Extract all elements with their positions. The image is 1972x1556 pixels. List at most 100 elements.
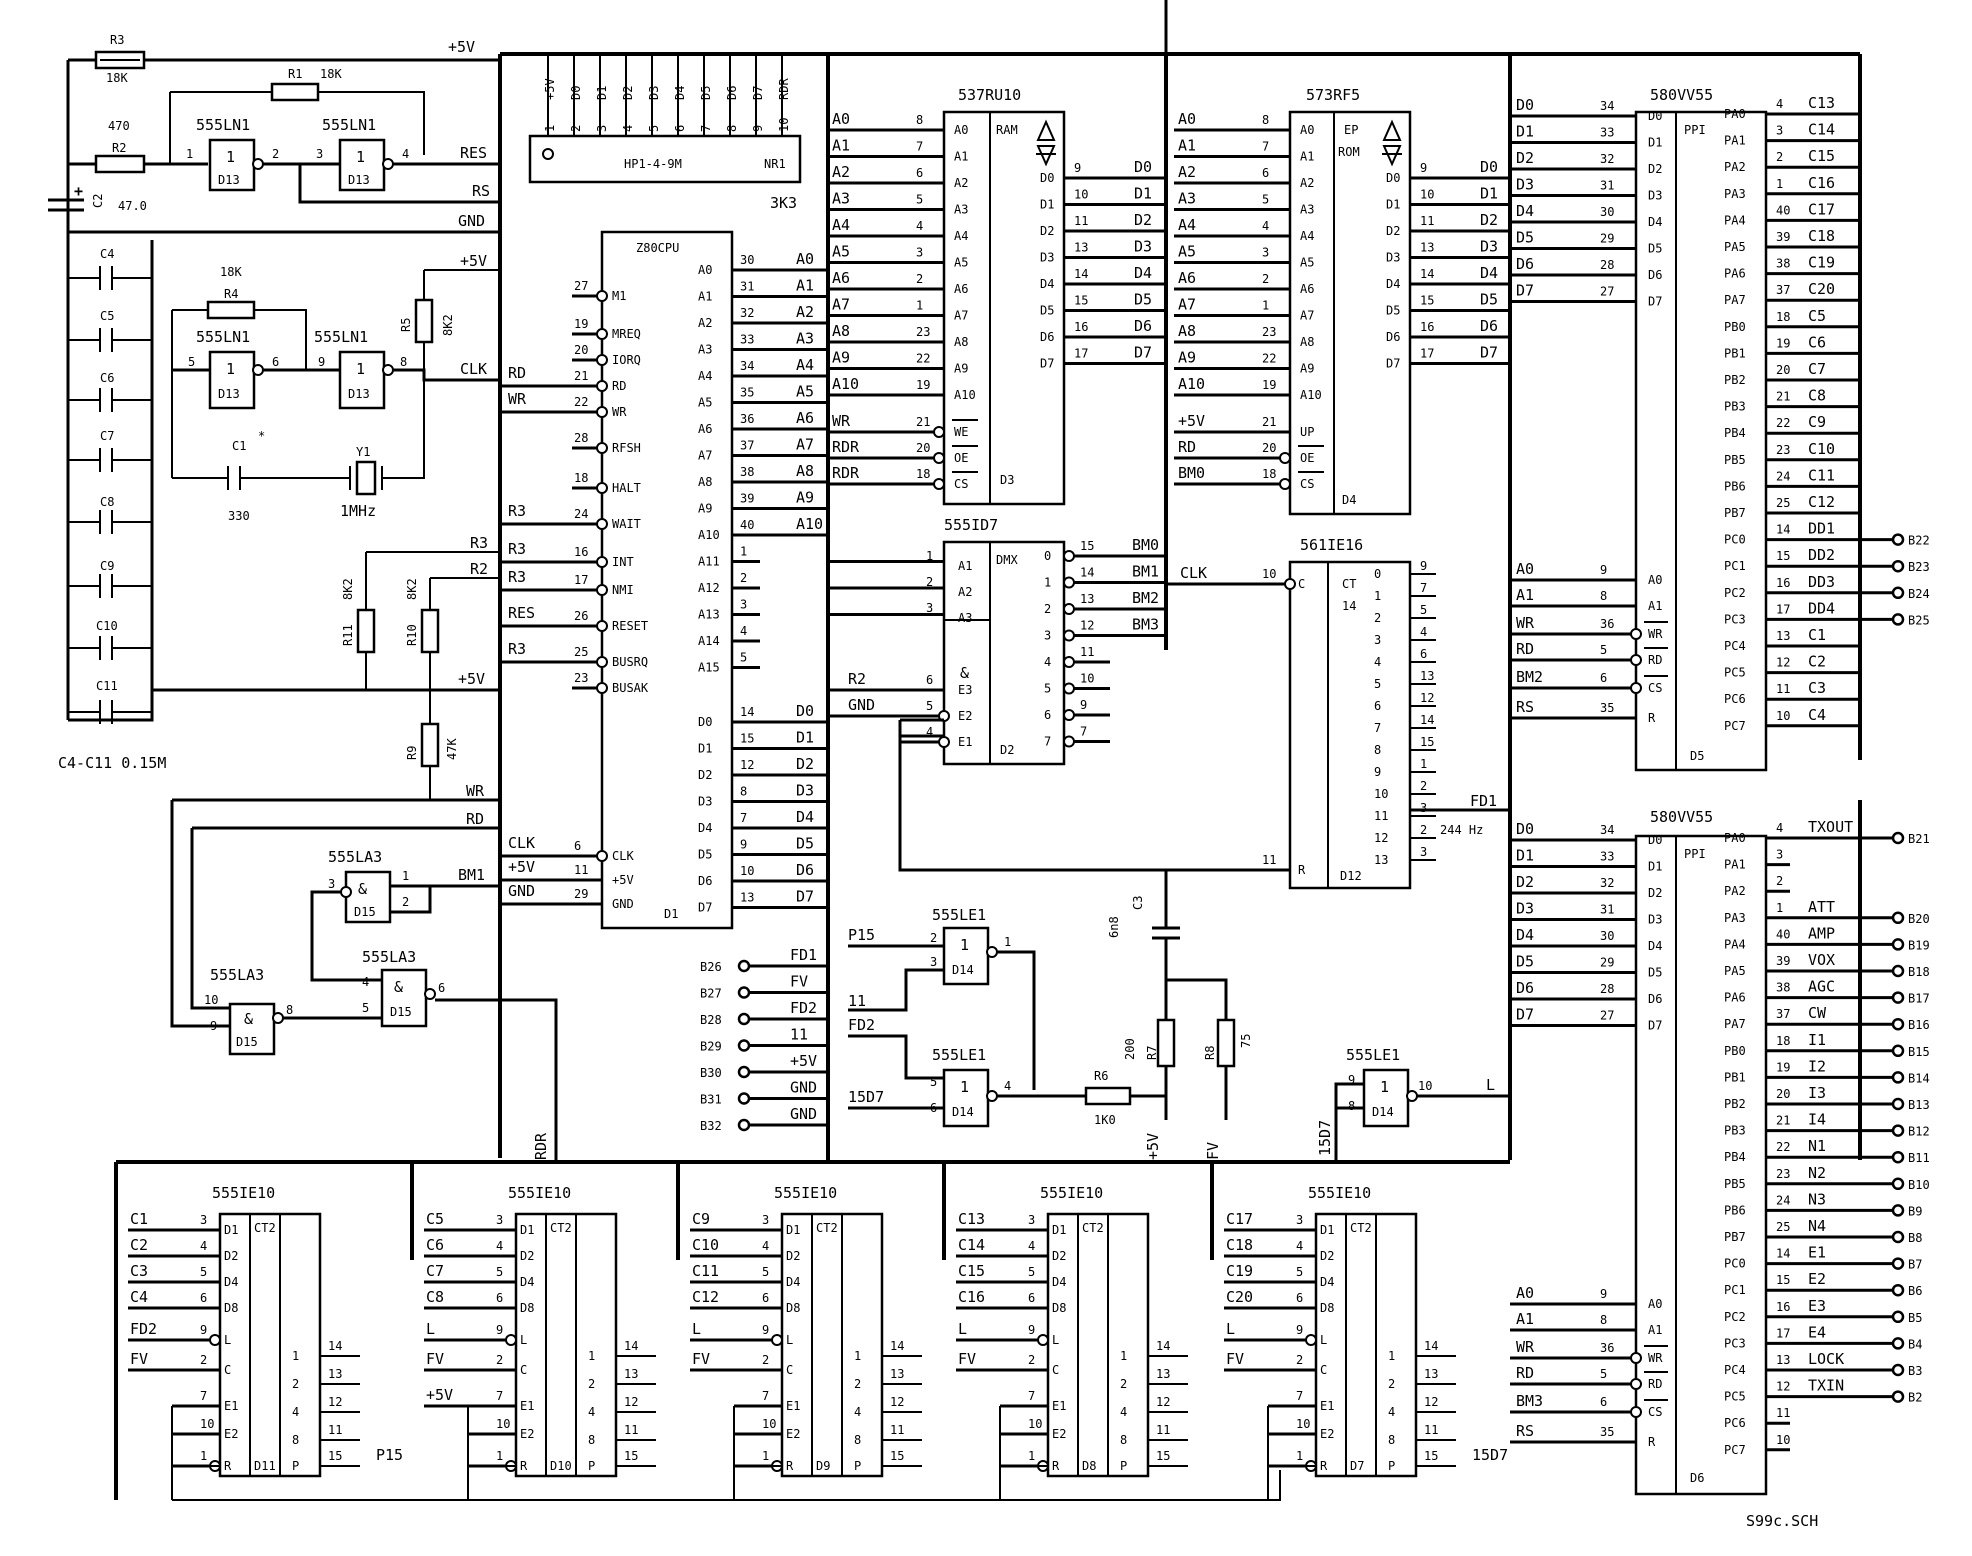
ppi-pin-number: 5 xyxy=(1600,1367,1607,1381)
counter-pin-number: 12 xyxy=(1424,1395,1438,1409)
cpu-pin-number: 6 xyxy=(574,839,581,853)
mem-pin-name: D7 xyxy=(1040,357,1054,371)
terminal-pad xyxy=(737,1065,751,1079)
svg-text:5: 5 xyxy=(188,355,195,369)
connector-pin-name: D2 xyxy=(621,86,635,100)
svg-text:8: 8 xyxy=(1348,1099,1355,1113)
terminal-pad xyxy=(1891,1230,1905,1244)
svg-text:R11: R11 xyxy=(341,624,355,646)
cpu-pin-name: D1 xyxy=(698,742,712,756)
counter-out-weight: 1 xyxy=(292,1349,299,1363)
counter-pin-number: 11 xyxy=(624,1423,638,1437)
mem-pin-name: A1 xyxy=(1300,150,1314,164)
counter-net-label: FD2 xyxy=(130,1320,157,1338)
inversion-bubble xyxy=(1063,603,1075,615)
counter-type: 555IE10 xyxy=(1308,1184,1371,1202)
ppi-net-label: D7 xyxy=(1516,1006,1534,1024)
ppi-pin-number: 19 xyxy=(1776,336,1790,350)
ppi-port-name: PA1 xyxy=(1724,858,1746,872)
resistor-r6 xyxy=(1084,1086,1132,1106)
svg-text:&: & xyxy=(960,664,969,682)
counter-out-index: 2 xyxy=(1374,611,1381,625)
counter-freq-label: 244 Hz xyxy=(1440,823,1483,837)
counter-net-label: C11 xyxy=(692,1262,719,1280)
mem-pin-name: D7 xyxy=(1386,357,1400,371)
counter-pin-number: 13 xyxy=(1424,1367,1438,1381)
ppi-pin-number: 13 xyxy=(1776,1353,1790,1367)
xor-gate-le1a: 1 D14 555LE1 2 3 1 xyxy=(930,906,1011,986)
cpu-pin-name: BUSRQ xyxy=(612,655,648,669)
svg-text:+: + xyxy=(74,182,83,200)
mem-pin-name: A9 xyxy=(1300,362,1314,376)
ppi-pin-number: 4 xyxy=(1776,97,1783,111)
ppi-net-label: WR xyxy=(1516,614,1535,632)
ppi-pin-name: A0 xyxy=(1648,1297,1662,1311)
counter-out-weight: P xyxy=(292,1459,299,1473)
terminal-label: B29 xyxy=(700,1040,722,1054)
mem-pin-name: D6 xyxy=(1386,330,1400,344)
connector-pin-name: RDR xyxy=(777,78,791,100)
mem-net-label: A8 xyxy=(832,322,850,340)
mem-pin-number: 19 xyxy=(1262,378,1276,392)
counter-net-label: L xyxy=(958,1320,967,1338)
counter-pin-number: 3 xyxy=(496,1213,503,1227)
ppi-port-name: PB7 xyxy=(1724,1230,1746,1244)
counter-type: 555IE10 xyxy=(508,1184,571,1202)
cpu-pin-name: D2 xyxy=(698,768,712,782)
cpu-net-label: A7 xyxy=(796,436,814,454)
mem-pin-name: WE xyxy=(954,425,968,439)
ppi-pin-number: 19 xyxy=(1776,1060,1790,1074)
cpu-pin-number: 20 xyxy=(574,343,588,357)
counter-func: CT2 xyxy=(1082,1221,1104,1235)
counter-pin-name: R xyxy=(520,1459,528,1473)
dmx-out-index: 7 xyxy=(1044,735,1051,749)
svg-text:18K: 18K xyxy=(106,71,128,85)
mem-pin-name: A6 xyxy=(954,282,968,296)
counter-pin-number: 13 xyxy=(1156,1367,1170,1381)
terminal-label: B25 xyxy=(1908,613,1930,627)
cpu-net-label: A5 xyxy=(796,383,814,401)
terminal-pad xyxy=(1891,1124,1905,1137)
mem-pin-number: 1 xyxy=(1262,299,1269,313)
counter-pin-name: D2 xyxy=(786,1249,800,1263)
cpu-net-label: A4 xyxy=(796,356,814,374)
svg-text:D4: D4 xyxy=(1342,493,1356,507)
connector-pin-number: 10 xyxy=(777,118,791,132)
ppi-net-label: C9 xyxy=(1808,413,1826,431)
terminal-pad xyxy=(1891,1071,1905,1084)
counter-out-weight: 1 xyxy=(1120,1349,1127,1363)
dmx-net-label: BM3 xyxy=(1132,616,1159,634)
inversion-bubble xyxy=(1063,682,1075,695)
counter-pin-number: 6 xyxy=(1028,1291,1035,1305)
cpu-pin-name: RD xyxy=(612,379,626,393)
terminal-pad xyxy=(1891,1204,1905,1217)
counter-out-weight: 1 xyxy=(588,1349,595,1363)
svg-text:1: 1 xyxy=(1004,935,1011,949)
ppi-net-label: TXOUT xyxy=(1808,818,1853,836)
terminal-label: B31 xyxy=(700,1093,722,1107)
cpu-pin-name: A13 xyxy=(698,608,720,622)
svg-text:2: 2 xyxy=(930,931,937,945)
counter-pin-number: 3 xyxy=(1296,1213,1303,1227)
dmx-pin-name: E1 xyxy=(958,735,972,749)
ppi-pin-number: 35 xyxy=(1600,1425,1614,1439)
counter-out-index: 9 xyxy=(1374,765,1381,779)
svg-text:R5: R5 xyxy=(399,318,413,332)
counter-pin-name: L xyxy=(786,1333,793,1347)
ppi-net-label: C20 xyxy=(1808,280,1835,298)
mem-pin-number: 4 xyxy=(1262,219,1269,233)
terminal-net-label: FD2 xyxy=(790,999,817,1017)
counter-pin-number: 7 xyxy=(1296,1389,1303,1403)
dmx-out-index: 0 xyxy=(1044,549,1051,563)
ppi-port-name: PA6 xyxy=(1724,267,1746,281)
counter-pin-number: 11 xyxy=(1156,1423,1170,1437)
mem-pin-name: A5 xyxy=(1300,256,1314,270)
svg-text:580VV55: 580VV55 xyxy=(1650,808,1713,826)
inversion-bubble xyxy=(1630,1352,1642,1364)
cpu-net-label: D2 xyxy=(796,755,814,773)
counter-func: CT2 xyxy=(816,1221,838,1235)
mem-pin-name: A4 xyxy=(954,229,968,243)
